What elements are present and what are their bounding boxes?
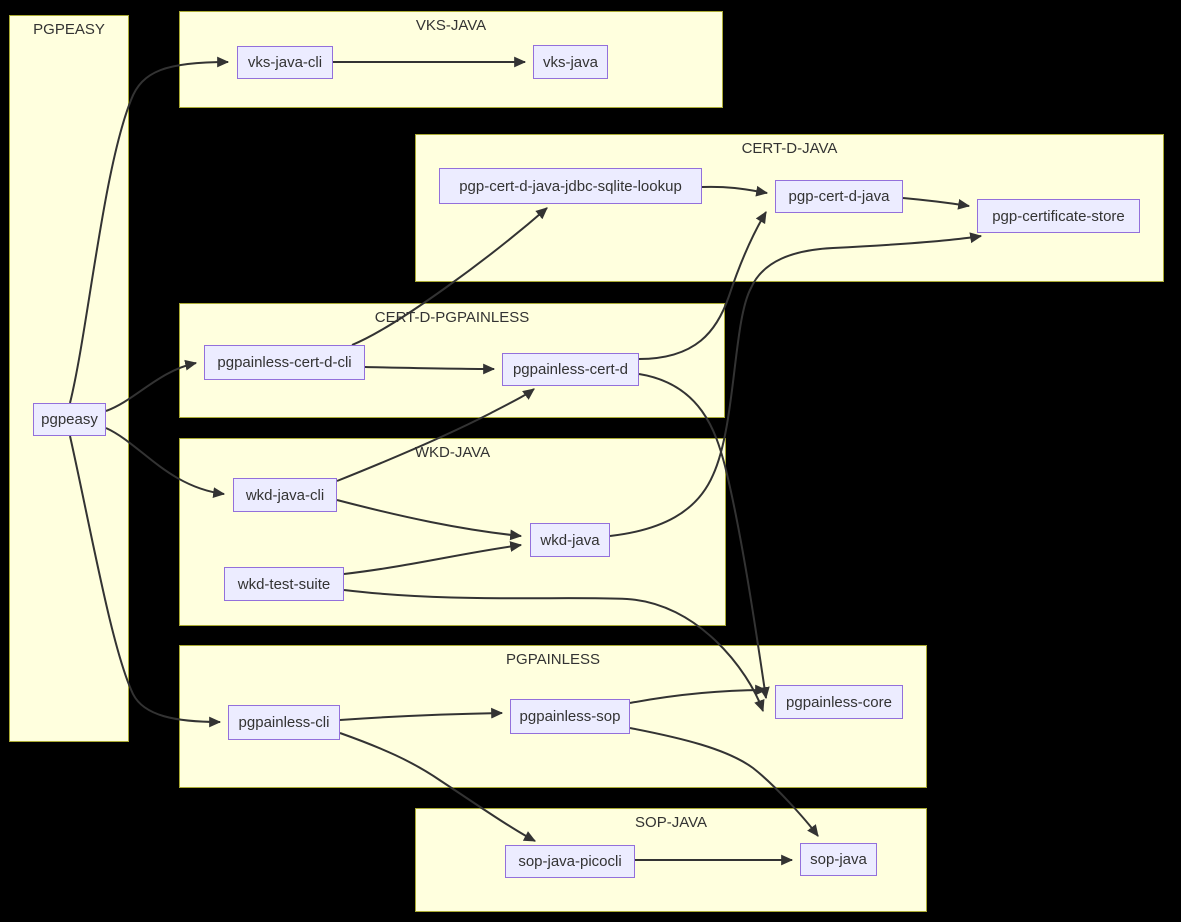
edge-wkd-java-cli-to-pgpainless-cert-d [336,388,535,482]
node-sop-java-picocli: sop-java-picocli [505,845,635,878]
edge-pgpeasy-to-pgpainless-cert-d-cli [105,359,198,412]
node-wkd-java-cli-label: wkd-java-cli [245,486,325,504]
edge-wkd-java-to-pgp-certificate-store [609,232,983,537]
edge-pgp-cert-d-java-to-pgp-certificate-store [902,197,971,210]
node-pgpainless-cert-d: pgpainless-cert-d [502,353,639,386]
edge-pgpeasy-to-pgpainless-cli [69,435,222,728]
node-pgp-certificate-store-label: pgp-certificate-store [992,207,1125,225]
subgraph-pgpainless-title: PGPAINLESS [506,651,600,668]
node-pgp-cert-d-java-jdbc-sqlite-lookup-label: pgp-cert-d-java-jdbc-sqlite-lookup [459,177,682,195]
node-pgpainless-cert-d-label: pgpainless-cert-d [512,361,629,378]
edge-wkd-test-suite-to-wkd-java [343,541,523,575]
edge-pgpeasy-to-wkd-java-cli [105,427,226,499]
node-wkd-test-suite: wkd-test-suite [224,567,344,601]
node-pgpainless-sop: pgpainless-sop [510,699,630,734]
node-vks-java-label: vks-java [542,53,598,71]
edge-pgpainless-cli-to-pgpainless-sop [339,707,504,721]
subgraph-wkd-java-title: WKD-JAVA [414,444,491,461]
edge-pgpainless-cert-d-to-pgpainless-core [638,373,770,700]
node-pgp-cert-d-java-label: pgp-cert-d-java [788,188,890,205]
node-sop-java: sop-java [800,843,877,876]
node-pgp-cert-d-java-jdbc-sqlite-lookup: pgp-cert-d-java-jdbc-sqlite-lookup [439,168,702,204]
node-wkd-test-suite-label: wkd-test-suite [237,575,331,593]
edge-pgpainless-sop-to-sop-java [629,727,819,837]
node-pgpainless-cert-d-cli-label: pgpainless-cert-d-cli [217,354,352,371]
node-vks-java-cli-label: vks-java-cli [247,54,323,71]
node-wkd-java-cli: wkd-java-cli [233,478,337,512]
edge-jdbc-sqlite-lookup-to-pgp-cert-d-java [701,185,769,197]
node-pgp-cert-d-java: pgp-cert-d-java [775,180,903,213]
node-pgpainless-core: pgpainless-core [775,685,903,719]
node-sop-java-picocli-label: sop-java-picocli [518,853,622,870]
node-pgpainless-cli-label: pgpainless-cli [238,714,330,731]
node-wkd-java-label: wkd-java [540,531,600,549]
subgraph-pgpeasy: PGPEASY [9,15,129,742]
subgraph-vks-java-title: VKS-JAVA [415,17,487,34]
node-pgpainless-sop-label: pgpainless-sop [519,708,621,725]
node-pgpainless-core-label: pgpainless-core [786,693,892,711]
node-sop-java-label: sop-java [810,851,867,868]
node-pgp-certificate-store: pgp-certificate-store [977,199,1140,233]
edge-pgpainless-cert-d-cli-to-jdbc-sqlite-lookup [351,207,548,346]
node-pgpeasy: pgpeasy [33,403,106,436]
subgraph-pgpeasy-title: PGPEASY [33,21,105,38]
edge-pgpainless-cli-to-sop-java-picocli [339,732,536,842]
node-vks-java: vks-java [533,45,608,79]
edge-pgpainless-sop-to-pgpainless-core [629,684,768,704]
node-pgpainless-cli: pgpainless-cli [228,705,340,740]
subgraph-cert-d-pgpainless-title: CERT-D-PGPAINLESS [374,309,530,326]
edge-pgpainless-cert-d-cli-to-pgpainless-cert-d [364,363,496,375]
subgraph-sop-java-title: SOP-JAVA [635,814,707,831]
edge-pgpeasy-to-vks-java-cli [69,56,230,404]
edge-wkd-test-suite-to-pgpainless-core [343,589,765,713]
node-pgpeasy-label: pgpeasy [41,411,98,428]
edge-pgpainless-cert-d-to-pgp-cert-d-java [638,211,767,360]
node-wkd-java: wkd-java [530,523,610,557]
node-pgpainless-cert-d-cli: pgpainless-cert-d-cli [204,345,365,380]
subgraph-cert-d-java-title: CERT-D-JAVA [741,140,838,157]
edge-wkd-java-cli-to-wkd-java [336,499,523,541]
node-vks-java-cli: vks-java-cli [237,46,333,79]
